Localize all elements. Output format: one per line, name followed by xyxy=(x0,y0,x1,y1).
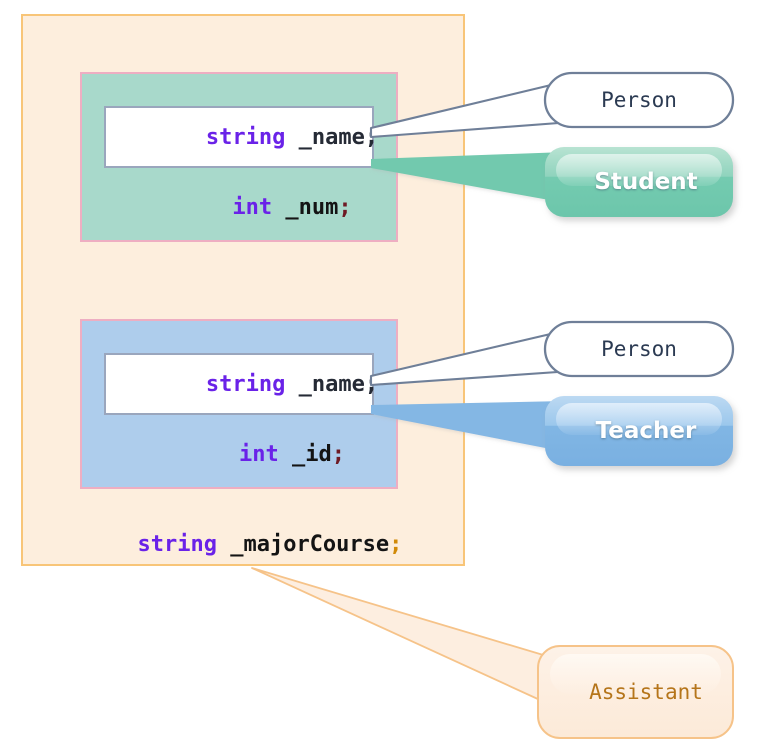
person-callout-teacher-label: Person xyxy=(601,337,677,361)
student-callout-label: Student xyxy=(594,169,698,195)
field-terminator: ; xyxy=(364,371,379,397)
student-field-group: string _name; int _num; xyxy=(80,72,398,242)
field-terminator: ; xyxy=(364,124,379,150)
field-terminator: ; xyxy=(389,531,403,557)
name-field-teacher: string _name; xyxy=(104,353,378,415)
field-identifier: _num xyxy=(272,194,339,220)
id-field-teacher: int _id; xyxy=(104,429,374,479)
field-identifier: _id xyxy=(278,441,332,467)
field-keyword: int xyxy=(238,441,279,467)
field-keyword: string xyxy=(205,124,286,150)
assistant-callout-label: Assistant xyxy=(589,680,703,704)
field-terminator: ; xyxy=(338,194,352,220)
person-callout-student-label: Person xyxy=(601,88,677,112)
field-identifier: _name xyxy=(285,124,365,150)
teacher-field-group: string _name; int _id; xyxy=(80,319,398,489)
field-keyword: string xyxy=(137,531,217,557)
field-identifier: _name xyxy=(285,371,365,397)
num-field-student: int _num; xyxy=(104,182,374,232)
major-course-field: string _majorCourse; xyxy=(58,524,438,564)
name-field-student: string _name; xyxy=(104,106,378,168)
field-keyword: string xyxy=(205,371,286,397)
teacher-callout-label: Teacher xyxy=(595,418,697,444)
field-identifier: _majorCourse xyxy=(216,531,390,557)
field-terminator: ; xyxy=(331,441,345,467)
field-keyword: int xyxy=(232,194,273,220)
